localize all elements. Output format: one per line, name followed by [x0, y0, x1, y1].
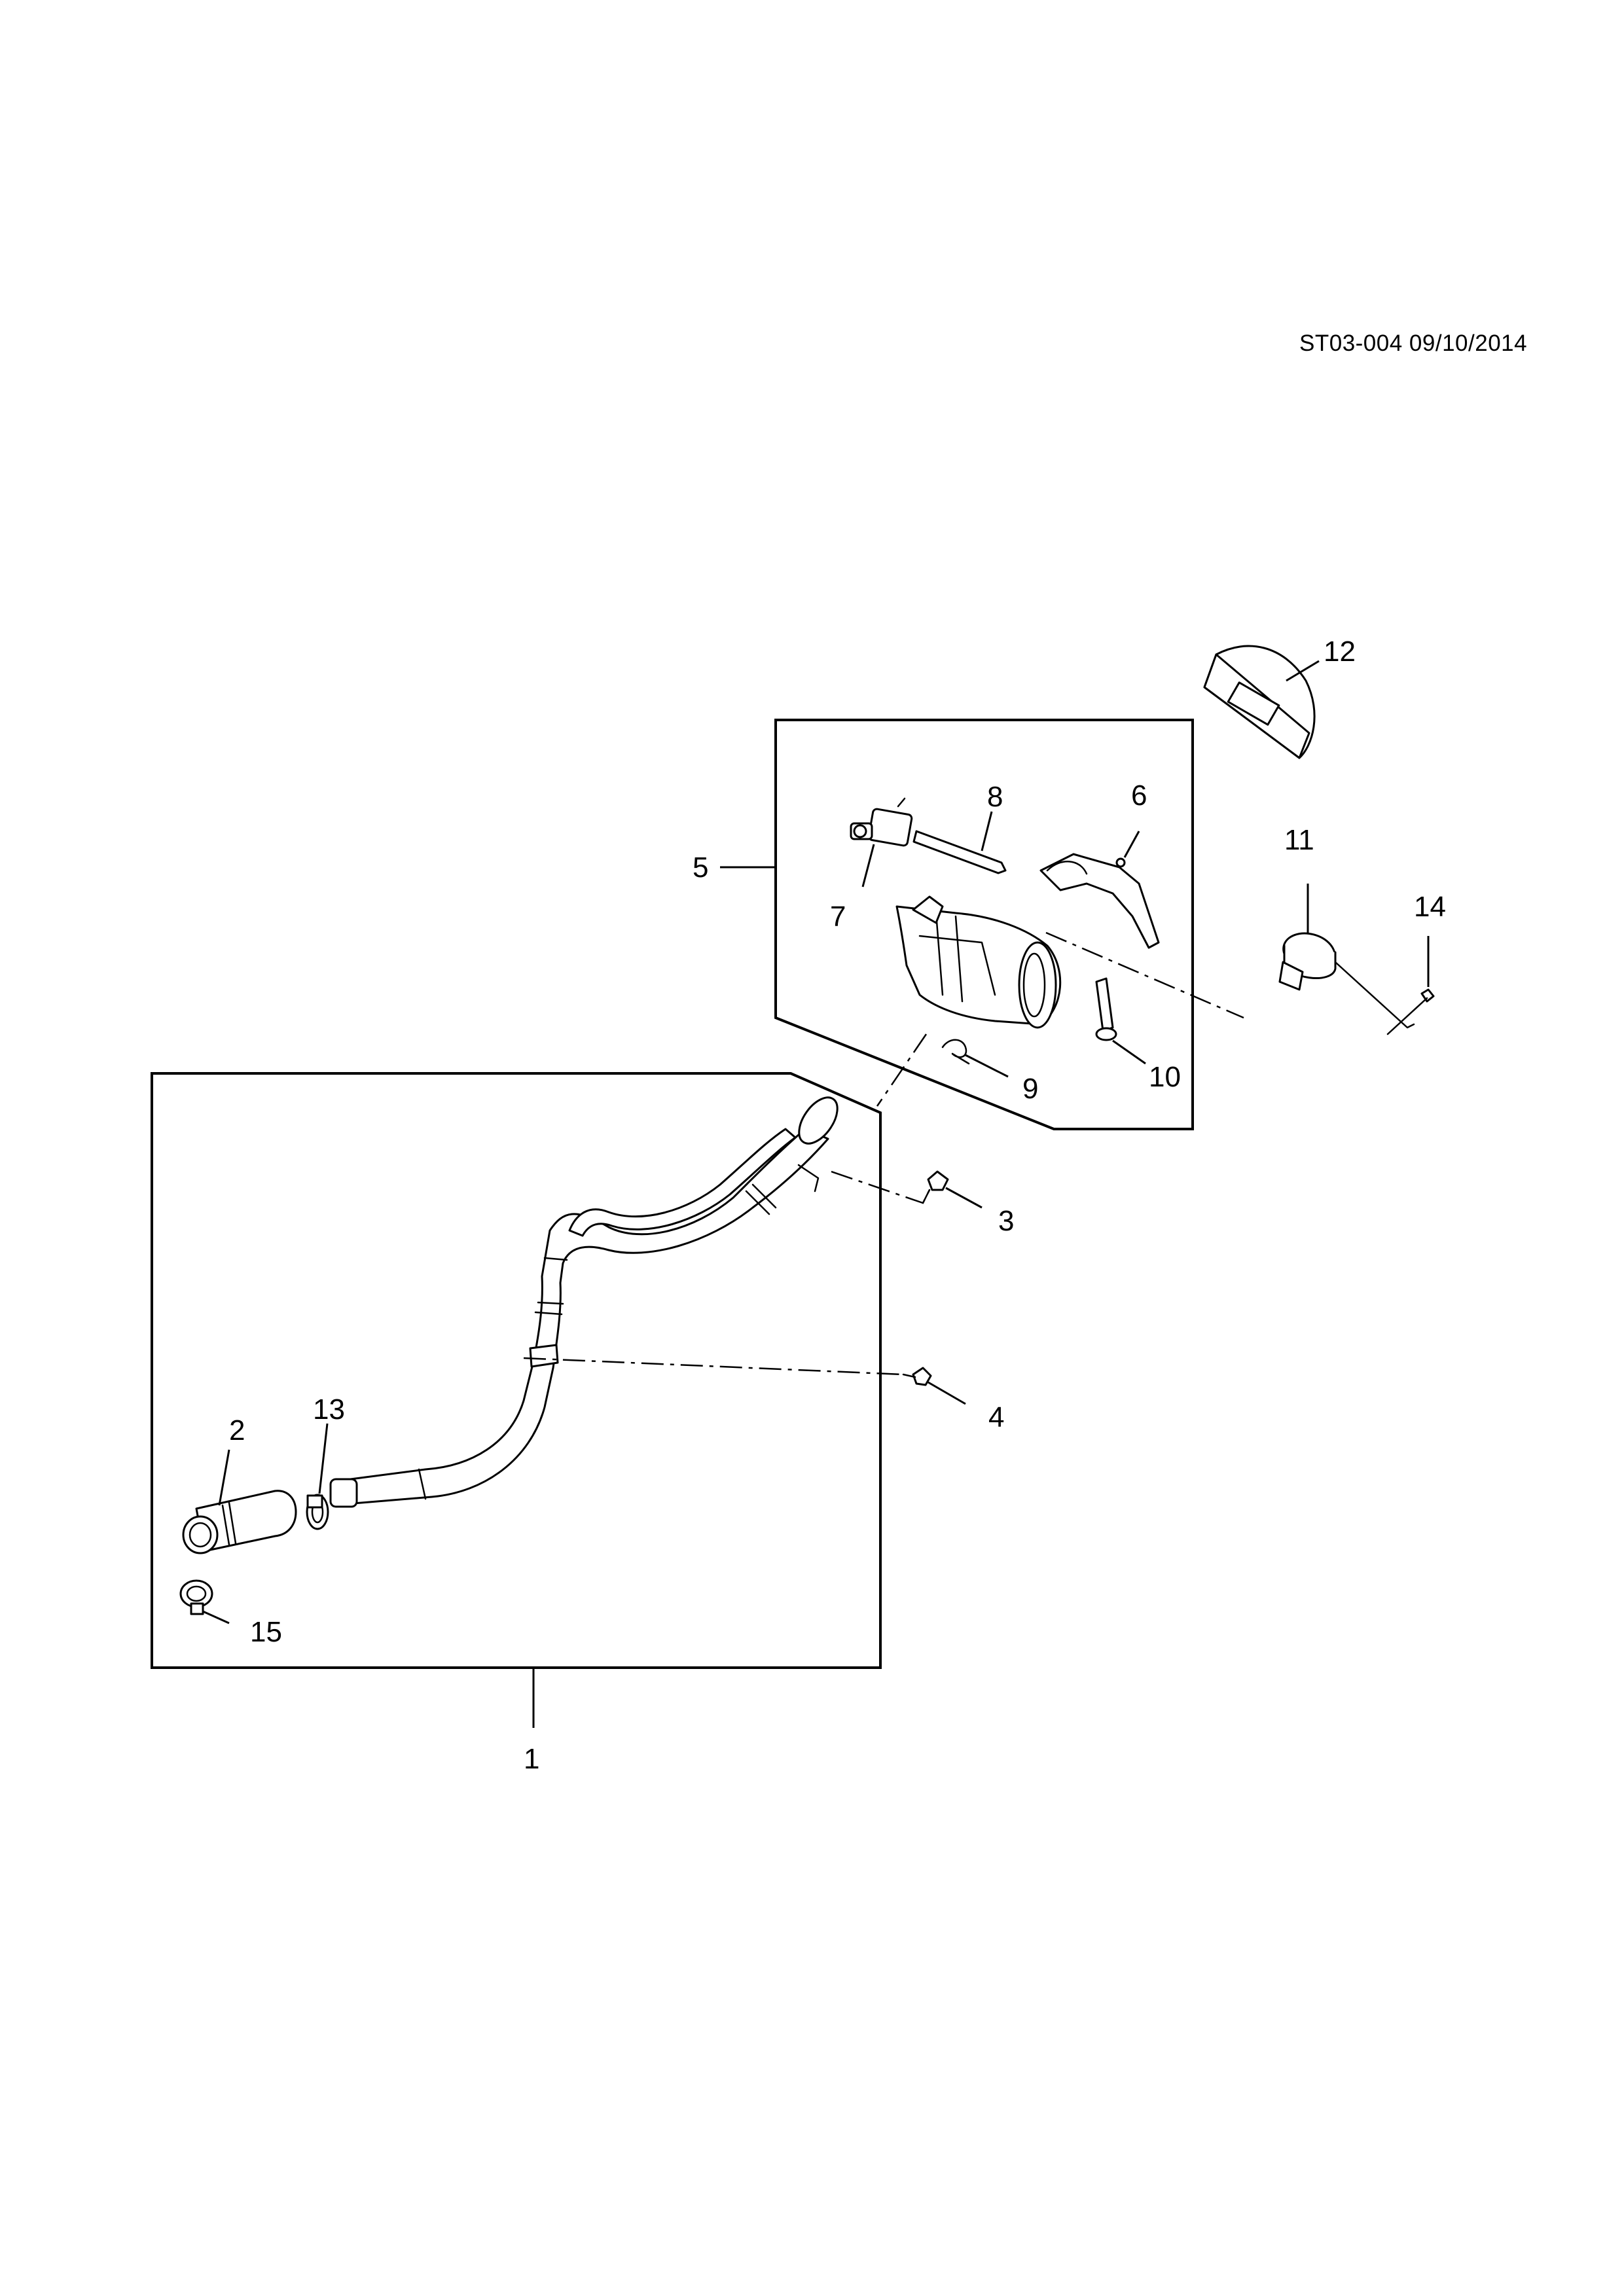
leader-13	[318, 1423, 329, 1494]
callout-8: 8	[987, 781, 1003, 813]
centerline-1-5	[876, 1033, 928, 1107]
callout-15: 15	[250, 1616, 282, 1648]
housing-screw	[1095, 977, 1146, 1065]
callout-2: 2	[229, 1414, 245, 1446]
diagram-reference-code: ST03-004 09/10/2014	[1299, 331, 1528, 356]
centerline-3	[831, 1170, 931, 1204]
filler-pipe	[329, 1096, 839, 1508]
hinge-bracket	[1039, 831, 1160, 949]
callout-7: 7	[830, 901, 846, 933]
door-actuator	[850, 797, 913, 888]
leader-7	[861, 844, 875, 888]
pipe-bracket	[529, 1344, 559, 1368]
callout-12: 12	[1324, 636, 1356, 668]
fuel-door-panel	[1203, 645, 1320, 759]
rivet-6	[1115, 857, 1126, 868]
bolt-3	[922, 1170, 983, 1209]
fuel-door-housing	[895, 895, 1062, 1029]
callout-14: 14	[1414, 891, 1446, 923]
callout-6: 6	[1131, 780, 1147, 812]
assembly-1-frame	[151, 1072, 882, 1669]
leader-10	[1112, 1039, 1146, 1065]
pipe-end-collar	[329, 1478, 358, 1508]
callout-1: 1	[524, 1743, 539, 1775]
callout-5: 5	[693, 852, 708, 884]
leader-4	[928, 1381, 966, 1405]
door-spring	[941, 1039, 1009, 1078]
leader-9	[965, 1054, 1009, 1078]
actuator-rod	[912, 811, 1007, 874]
leader-6	[1123, 831, 1140, 858]
centerline-4	[523, 1357, 904, 1376]
leader-2	[218, 1449, 230, 1506]
rubber-hose	[182, 1490, 297, 1554]
tether-clip	[1386, 936, 1435, 1035]
hose-clamp-15	[179, 1579, 230, 1624]
hose-clamp-13	[306, 1494, 329, 1530]
bolt-4	[902, 1367, 966, 1405]
leader-12	[1286, 660, 1320, 682]
callout-3: 3	[998, 1205, 1014, 1237]
callout-10: 10	[1149, 1061, 1181, 1093]
filler-neck-mouth	[798, 1096, 839, 1145]
assembly-5-frame	[774, 719, 1194, 1130]
leader-3	[945, 1187, 983, 1209]
leader-8	[981, 811, 993, 852]
leader-15	[202, 1610, 230, 1624]
fuel-cap	[1278, 884, 1415, 1029]
callout-13: 13	[313, 1393, 345, 1426]
centerline-11	[1045, 931, 1244, 1019]
callout-9: 9	[1022, 1073, 1038, 1105]
callout-11: 11	[1284, 824, 1314, 856]
callout-4: 4	[988, 1401, 1004, 1433]
